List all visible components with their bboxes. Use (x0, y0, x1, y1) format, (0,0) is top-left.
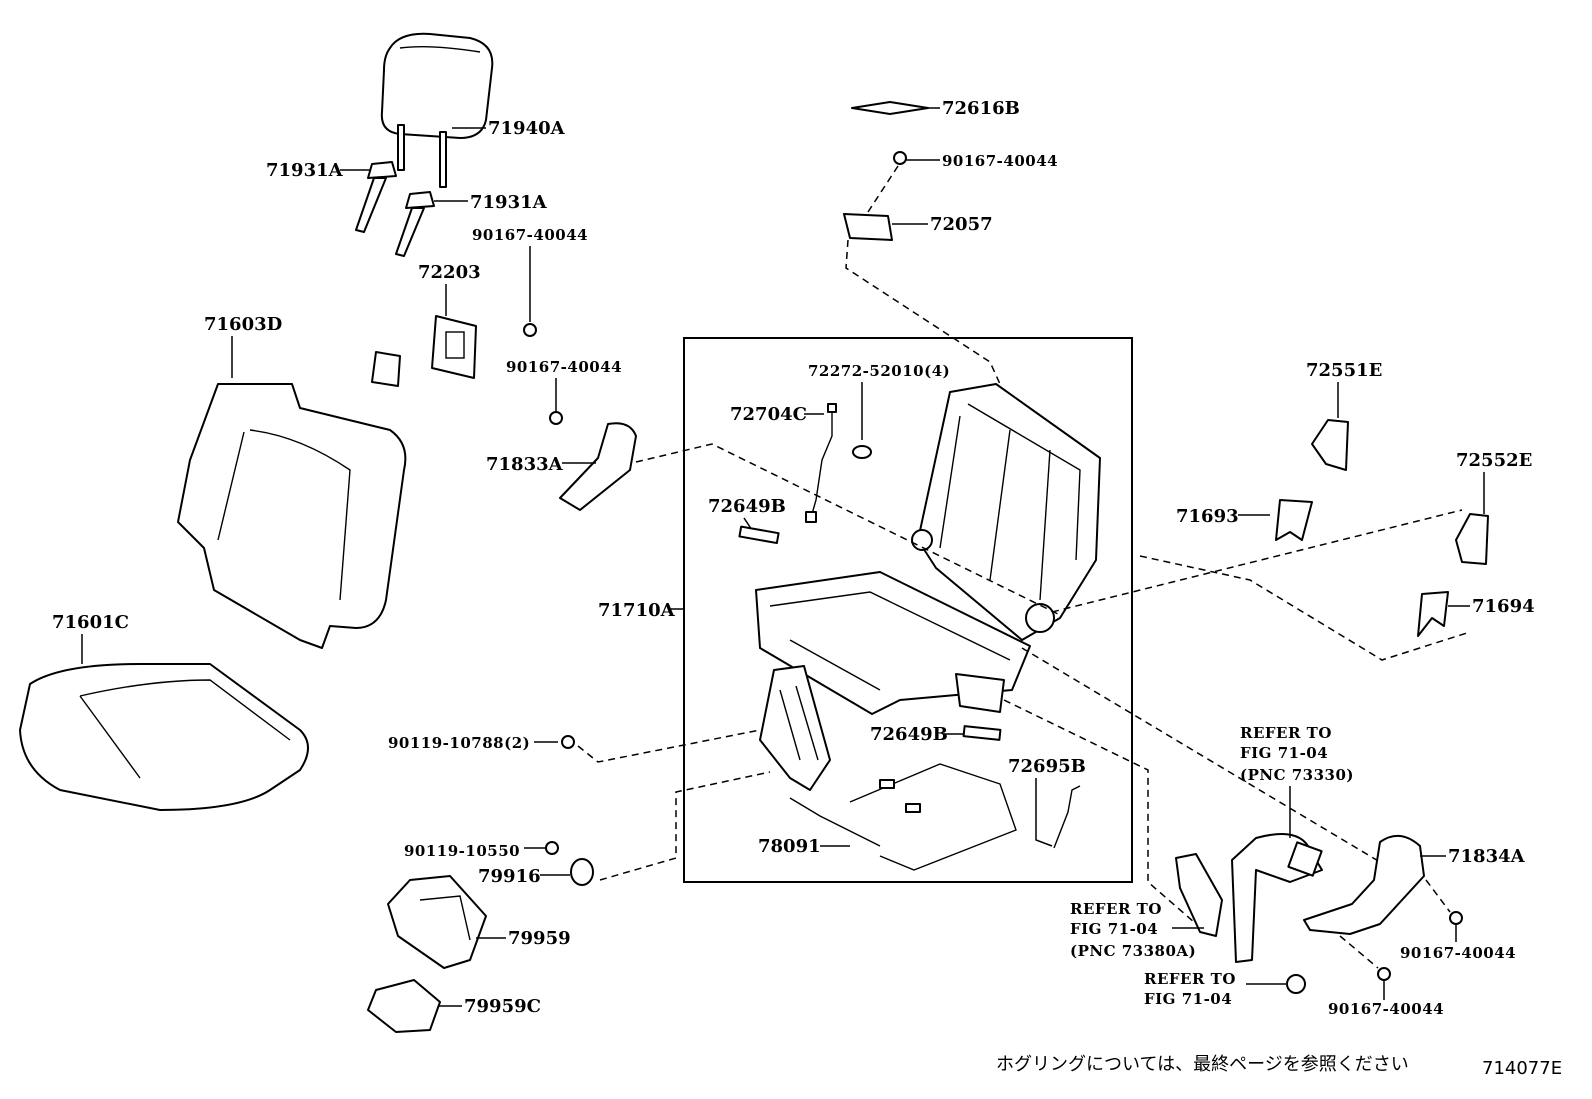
bracket-72203 (371, 315, 477, 387)
label-90167-40044-a: 90167-40044 (472, 226, 588, 244)
label-72649B-b: 72649B (870, 724, 948, 745)
guide-71931A-right (395, 191, 468, 257)
label-90167-40044-e: 90167-40044 (1328, 1000, 1444, 1018)
svg-text:FIG 71-04: FIG 71-04 (1240, 744, 1328, 762)
label-72649B-a: 72649B (708, 496, 786, 517)
lock-72057 (843, 213, 893, 241)
guide-71931A-left (340, 161, 397, 233)
cable-72695B (1053, 785, 1081, 849)
svg-text:(PNC 73330): (PNC 73330) (1240, 766, 1354, 784)
figure-code: 714077E (1482, 1058, 1562, 1079)
label-90167-40044-b: 90167-40044 (506, 358, 622, 376)
label-79959C: 79959C (464, 996, 541, 1017)
seatbelt-assembly (1175, 833, 1323, 994)
label-71710A: 71710A (598, 600, 676, 621)
label-90167-40044-d: 90167-40044 (1400, 944, 1516, 962)
label-72552E: 72552E (1456, 450, 1532, 471)
cover-71693 (1275, 499, 1313, 541)
label-72695B: 72695B (1008, 756, 1086, 777)
label-71834A: 71834A (1448, 846, 1526, 867)
cover-79916 (570, 858, 594, 886)
trim-71833A (559, 422, 637, 511)
label-72272-52010: 72272-52010(4) (808, 362, 950, 380)
svg-text:REFER TO: REFER TO (1144, 970, 1236, 988)
frame-assembly-box (683, 337, 1133, 883)
spring-72649B-b (962, 725, 1002, 741)
label-72057: 72057 (930, 214, 993, 235)
refer-block-fig71-04: REFER TO FIG 71-04 (1144, 970, 1286, 1008)
label-90119-10788: 90119-10788(2) (388, 734, 530, 752)
refer-block-73330: REFER TO FIG 71-04 (PNC 73330) (1240, 724, 1354, 838)
label-71940A: 71940A (488, 118, 566, 139)
label-71833A: 71833A (486, 454, 564, 475)
cover-79959C (367, 979, 441, 1033)
cover-72551E (1311, 419, 1349, 471)
label-71601C: 71601C (52, 612, 129, 633)
refer-block-73380A: REFER TO FIG 71-04 (PNC 73380A) (1070, 900, 1204, 960)
cable-72704C (805, 403, 837, 523)
svg-text:FIG 71-04: FIG 71-04 (1070, 920, 1158, 938)
nut-72272 (852, 445, 872, 459)
label-71603D: 71603D (204, 314, 282, 335)
label-78091: 78091 (758, 836, 821, 857)
svg-text:REFER TO: REFER TO (1070, 900, 1162, 918)
bolt-90119-10788 (561, 735, 575, 749)
label-71931A-right: 71931A (470, 192, 548, 213)
clip-icon-e (1377, 967, 1391, 981)
clip-icon-c (893, 151, 907, 165)
cover-72552E (1455, 513, 1489, 565)
clip-icon-d (1449, 911, 1463, 925)
svg-text:FIG 71-04: FIG 71-04 (1144, 990, 1232, 1008)
trim-71834A (1303, 835, 1425, 935)
footer-note: ホグリングについては、最終ページを参照ください (996, 1054, 1409, 1075)
cover-71694 (1417, 591, 1449, 637)
label-72551E: 72551E (1306, 360, 1382, 381)
label-72704C: 72704C (730, 404, 807, 425)
clip-icon-b (549, 411, 563, 425)
svg-text:(PNC 73380A): (PNC 73380A) (1070, 942, 1196, 960)
headrest-71940A (380, 32, 494, 188)
cable-78091 (789, 763, 1017, 871)
label-90167-40044-c: 90167-40044 (942, 152, 1058, 170)
pad-72616B (851, 101, 929, 115)
seat-frame-71710A (755, 383, 1101, 791)
cover-79959 (387, 875, 487, 969)
label-72616B: 72616B (942, 98, 1020, 119)
seat-cushion-71601C (19, 663, 309, 811)
label-71931A-left: 71931A (266, 160, 344, 181)
label-72203: 72203 (418, 262, 481, 283)
bolt-90119-10550 (545, 841, 559, 855)
seatback-cover-71603D (177, 383, 407, 649)
spring-72649B-a (738, 525, 780, 545)
clip-icon (523, 323, 537, 337)
label-79916: 79916 (478, 866, 541, 887)
svg-text:REFER TO: REFER TO (1240, 724, 1332, 742)
label-71694: 71694 (1472, 596, 1535, 617)
label-90119-10550: 90119-10550 (404, 842, 520, 860)
label-79959: 79959 (508, 928, 571, 949)
label-71693: 71693 (1176, 506, 1239, 527)
